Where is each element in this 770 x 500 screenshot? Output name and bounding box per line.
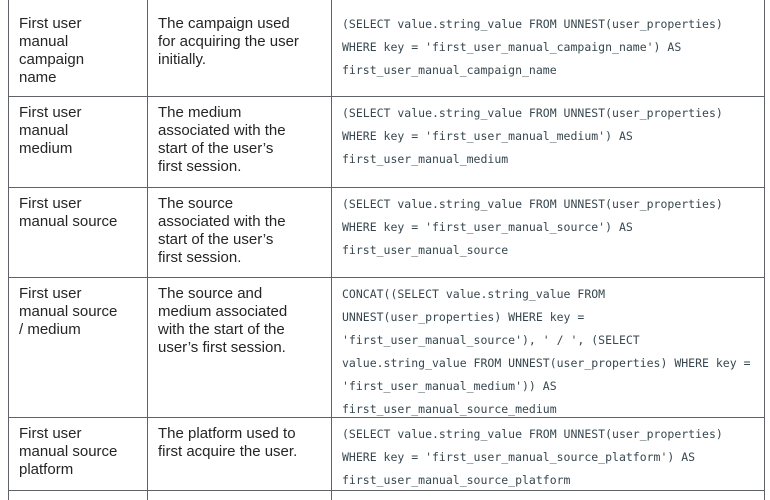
field-name-cell: First user manual medium: [8, 97, 148, 188]
table-row-partial-top: [8, 0, 765, 14]
table-row: First user manual source The source asso…: [8, 188, 765, 278]
field-name-cell: First user manual campaign name: [8, 8, 148, 97]
sql-cell: CONCAT((SELECT value.string_value FROM U…: [332, 278, 765, 418]
description-cell: [148, 491, 332, 500]
table-row: First user manual campaign name The camp…: [8, 8, 765, 97]
description-cell: The campaign used for acquiring the user…: [148, 8, 332, 97]
sql-cell: (SELECT value.string_value FROM UNNEST(u…: [332, 8, 765, 97]
field-mapping-table: First user manual campaign name The camp…: [8, 0, 765, 500]
sql-cell: (SELECT value.string_value FROM UNNEST(u…: [332, 418, 765, 491]
description-cell: The medium associated with the start of …: [148, 97, 332, 188]
table-row: First user manual source platform The pl…: [8, 418, 765, 491]
field-name-cell: First user manual source / medium: [8, 278, 148, 418]
table-row: First user manual source / medium The so…: [8, 278, 765, 418]
description-cell: The source and medium associated with th…: [148, 278, 332, 418]
field-name-cell: First user manual source platform: [8, 418, 148, 491]
table-row-partial-bottom: [8, 491, 765, 500]
sql-cell: (SELECT value.string_value FROM UNNEST(u…: [332, 188, 765, 278]
description-cell: The source associated with the start of …: [148, 188, 332, 278]
table-row: First user manual medium The medium asso…: [8, 97, 765, 188]
description-cell: The platform used to first acquire the u…: [148, 418, 332, 491]
sql-cell: (SELECT value.string_value FROM UNNEST(u…: [332, 97, 765, 188]
field-name-cell: First user manual source: [8, 188, 148, 278]
field-name-cell: [8, 491, 148, 500]
sql-cell: [332, 491, 765, 500]
